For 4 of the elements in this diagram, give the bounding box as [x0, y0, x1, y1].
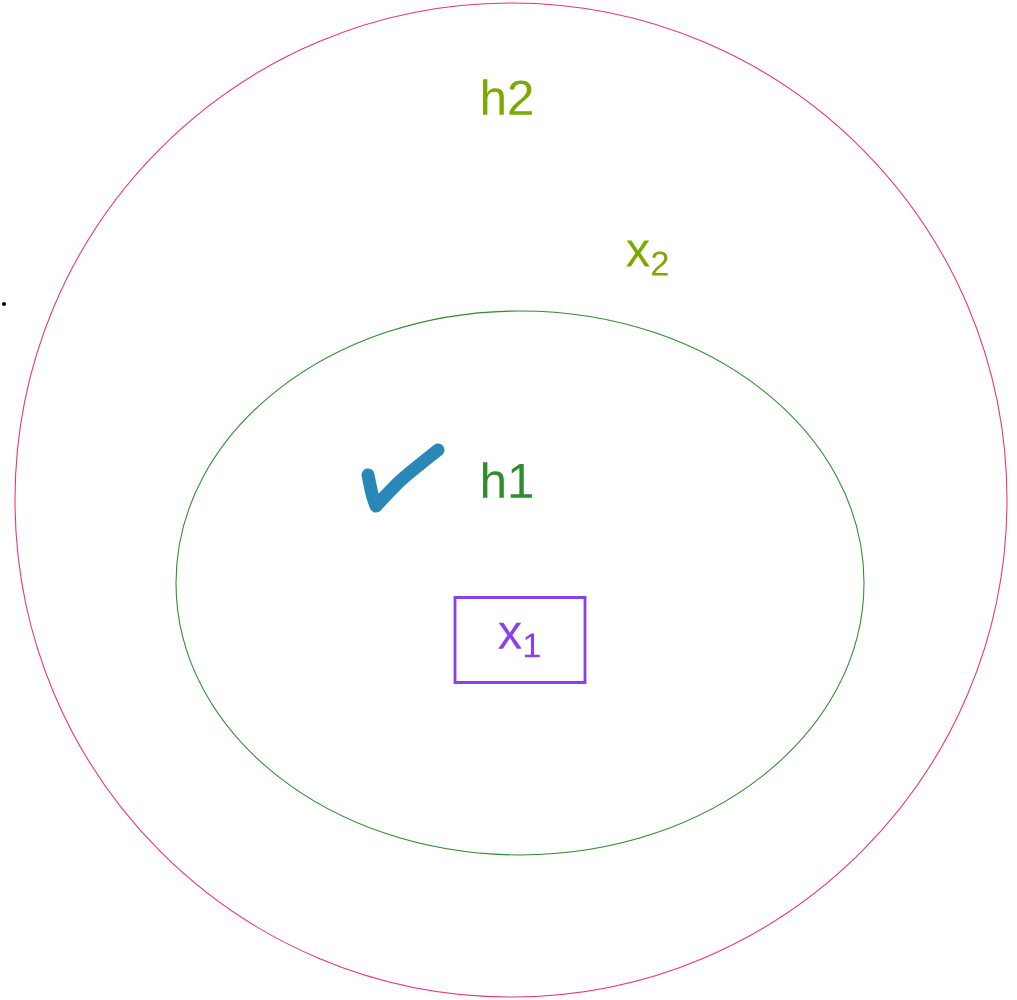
node-label: x$_{2}$: [626, 240, 668, 276]
node-label: x$_{1}$: [498, 622, 540, 658]
node-label: h1: [483, 462, 532, 498]
node-label: h2: [483, 79, 532, 115]
